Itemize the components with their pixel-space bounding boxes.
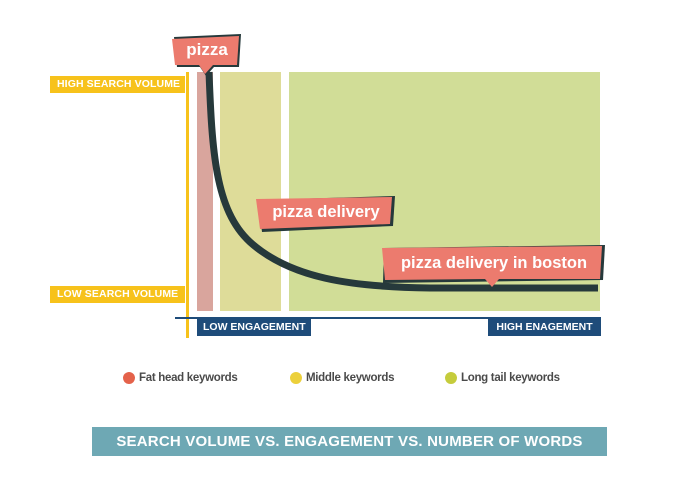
tag-pizza-delivery-in-boston-text: pizza delivery in boston <box>400 254 588 272</box>
legend: Fat head keywords Middle keywords Long t… <box>0 372 700 390</box>
tag-pizza: pizza <box>172 34 242 78</box>
tag-pizza-delivery-in-boston: pizza delivery in boston <box>382 245 606 291</box>
y-axis-line <box>186 72 189 338</box>
legend-item-long-tail: Long tail keywords <box>445 372 560 384</box>
legend-label: Fat head keywords <box>139 372 238 384</box>
chart-title: SEARCH VOLUME VS. ENGAGEMENT VS. NUMBER … <box>92 427 607 456</box>
high-search-volume-label: HIGH SEARCH VOLUME <box>50 76 185 93</box>
legend-label: Long tail keywords <box>461 372 560 384</box>
tag-pizza-text: pizza <box>186 40 228 59</box>
legend-item-middle: Middle keywords <box>290 372 394 384</box>
low-search-volume-label: LOW SEARCH VOLUME <box>50 286 185 303</box>
tag-pizza-shape <box>172 34 241 76</box>
tag-pizza-delivery-shape <box>256 196 395 232</box>
x-axis-line <box>175 317 601 319</box>
legend-label: Middle keywords <box>306 372 395 384</box>
tag-pizza-delivery-text: pizza delivery <box>272 203 380 221</box>
tag-pizza-delivery-in-boston-shape <box>382 245 605 287</box>
legend-item-fat-head: Fat head keywords <box>123 372 238 384</box>
fat-head-dot-icon <box>123 372 135 384</box>
middle-dot-icon <box>290 372 302 384</box>
high-engagement-label: HIGH ENAGEMENT <box>488 319 601 336</box>
long-tail-dot-icon <box>445 372 457 384</box>
tag-pizza-delivery: pizza delivery <box>256 196 396 234</box>
low-engagement-label: LOW ENGAGEMENT <box>197 319 311 336</box>
middle-band <box>220 72 281 311</box>
